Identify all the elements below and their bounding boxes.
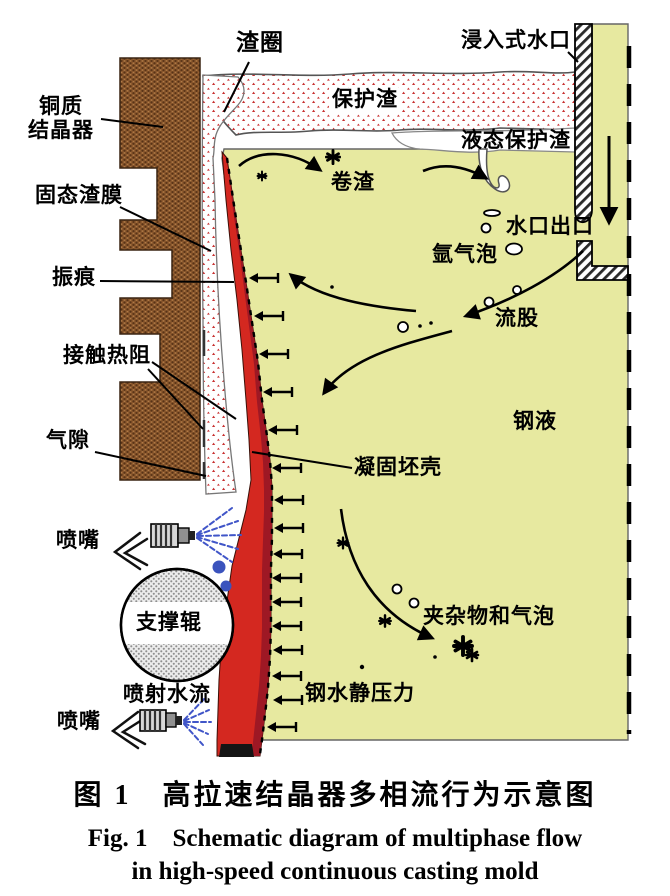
lower-recirculation-arrow <box>322 329 453 396</box>
jet-stream-arrow <box>462 250 584 320</box>
spray-water-fan-lower <box>183 697 212 746</box>
label-solidified-shell: 凝固坯壳 <box>354 455 442 479</box>
small-particles <box>330 285 437 670</box>
label-mold-flux: 保护渣 <box>329 87 401 112</box>
surface-flow-arrow <box>422 164 489 180</box>
label-air-gap: 气隙 <box>46 428 90 452</box>
label-slag-entrainment: 卷渣 <box>331 170 375 194</box>
spray-water-fan-upper <box>196 507 242 563</box>
label-liquid-mold-flux: 液态保护渣 <box>461 128 571 152</box>
flow-arrows <box>238 152 584 641</box>
label-spray-water-jet: 喷射水流 <box>123 682 211 706</box>
label-copper-mold: 铜质 结晶器 <box>25 94 97 142</box>
spray-nozzle-upper-shape <box>112 507 242 592</box>
label-inclusions-and-bubbles: 夹杂物和气泡 <box>423 604 555 628</box>
label-ferrostatic-pressure: 钢水静压力 <box>305 681 415 705</box>
caption-english-line2: in high-speed continuous casting mold <box>131 858 539 885</box>
solidified-shell-shape <box>216 150 274 757</box>
label-copper-mold-line1: 铜质 <box>39 94 83 118</box>
caption-english-line1: Fig. 1 Schematic diagram of multiphase f… <box>87 825 583 852</box>
label-oscillation-marks: 振痕 <box>52 265 96 289</box>
lower-roll-arrow <box>339 508 435 641</box>
diagram-canvas <box>94 23 632 757</box>
label-spray-nozzle-lower: 喷嘴 <box>57 709 101 733</box>
water-droplet <box>220 580 232 592</box>
label-spray-nozzle-upper: 喷嘴 <box>56 528 100 552</box>
label-nozzle-outlet: 水口出口 <box>506 214 594 238</box>
label-solid-slag-film: 固态渣膜 <box>35 183 123 207</box>
liquid-flux-layer <box>390 127 576 193</box>
meniscus-flow-arrow <box>238 152 323 172</box>
label-contact-thermal-resistance: 接触热阻 <box>63 343 151 367</box>
support-roll-shape <box>119 567 235 683</box>
sen-shape <box>574 23 632 734</box>
leader-lines <box>94 51 579 477</box>
water-droplet <box>212 560 226 574</box>
label-argon-bubbles: 氩气泡 <box>432 242 498 266</box>
spray-nozzle-lower-shape <box>110 697 212 750</box>
upper-recirculation-arrow <box>288 272 417 313</box>
label-slag-rim: 渣圈 <box>236 30 284 55</box>
slag-entrainment-vortex <box>478 148 511 193</box>
label-copper-mold-line2: 结晶器 <box>28 117 94 142</box>
label-molten-steel: 钢液 <box>513 409 557 433</box>
label-support-roll: 支撑辊 <box>136 610 202 634</box>
caption-chinese: 图 1 高拉速结晶器多相流行为示意图 <box>73 780 597 811</box>
label-submerged-entry-nozzle: 浸入式水口 <box>461 28 571 52</box>
shell-cutoff <box>219 744 254 757</box>
label-jet-stream: 流股 <box>495 306 539 330</box>
argon-bubbles-shapes <box>391 209 523 609</box>
